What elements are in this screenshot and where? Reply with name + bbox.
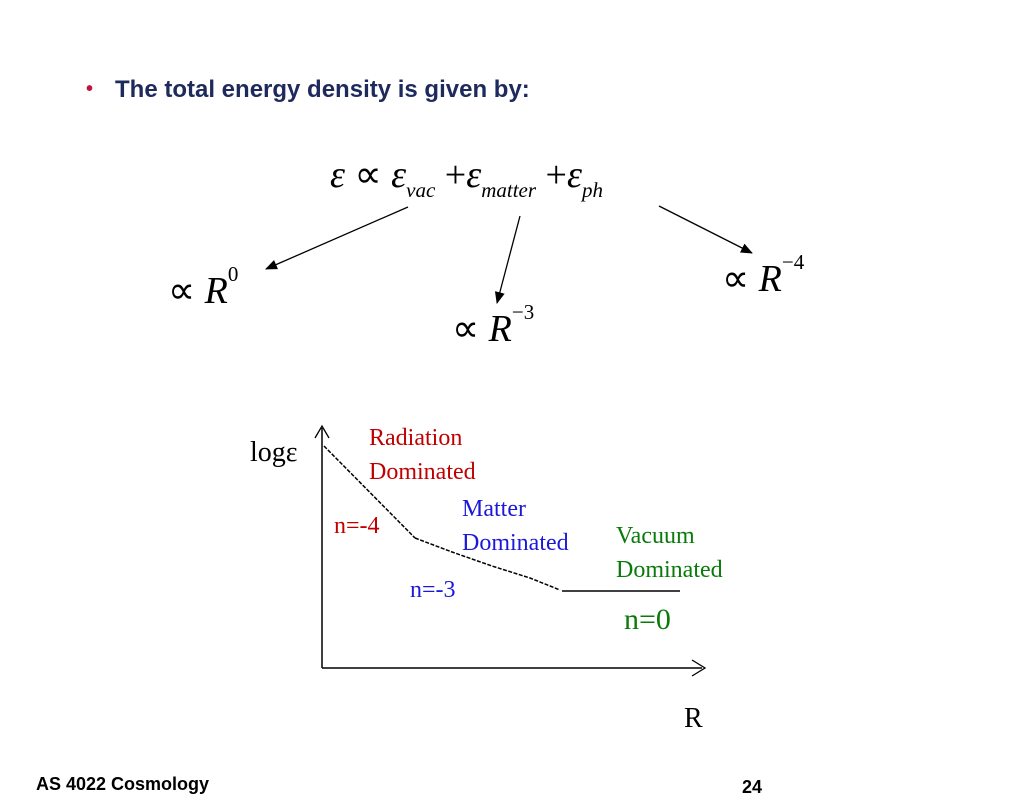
y-axis-arrowhead bbox=[314, 424, 330, 439]
epsilon-total: ε bbox=[330, 154, 345, 196]
proportional-symbol: ∝ bbox=[722, 258, 750, 300]
exponent: 0 bbox=[227, 262, 239, 286]
plus-symbol: + bbox=[545, 154, 567, 196]
matter-dominated-label: Matter Dominated bbox=[462, 492, 569, 560]
vacuum-line1: Vacuum bbox=[616, 523, 695, 549]
radiation-dominated-label: Radiation Dominated bbox=[369, 421, 476, 489]
proportional-symbol: ∝ bbox=[168, 270, 196, 312]
arrow-to-r-minus3 bbox=[494, 215, 521, 304]
footer-course-title: AS 4022 Cosmology bbox=[36, 774, 210, 794]
radiation-segment bbox=[323, 445, 416, 539]
bullet-item: • The total energy density is given by: bbox=[86, 76, 530, 104]
epsilon-matter: ε bbox=[466, 154, 482, 196]
r-symbol: R bbox=[204, 270, 228, 312]
proportional-symbol: ∝ bbox=[354, 154, 382, 196]
page-number: 24 bbox=[742, 777, 763, 797]
subscript-vac: vac bbox=[406, 178, 436, 202]
radiation-line1: Radiation bbox=[369, 425, 463, 451]
arrow-to-r-minus4 bbox=[658, 205, 753, 254]
matter-slope-label: n=-3 bbox=[410, 577, 456, 603]
proportional-r-minus4: ∝ R−4 bbox=[722, 250, 804, 301]
x-axis-label: R bbox=[684, 703, 703, 734]
matter-line1: Matter bbox=[462, 496, 526, 522]
r-symbol: R bbox=[488, 308, 512, 350]
proportional-r-minus3: ∝ R−3 bbox=[452, 300, 534, 351]
proportional-symbol: ∝ bbox=[452, 308, 480, 350]
exponent: −4 bbox=[781, 250, 805, 274]
radiation-line2: Dominated bbox=[369, 459, 476, 485]
radiation-slope-label: n=-4 bbox=[334, 513, 380, 539]
vacuum-line2: Dominated bbox=[616, 557, 723, 583]
vacuum-dominated-label: Vacuum Dominated bbox=[616, 519, 723, 587]
subscript-ph: ph bbox=[581, 178, 603, 202]
proportional-r0: ∝ R0 bbox=[168, 262, 238, 313]
y-axis-label: logε bbox=[250, 437, 298, 468]
r-symbol: R bbox=[758, 258, 782, 300]
energy-density-equation: ε ∝ εvac +εmatter +εph bbox=[330, 152, 603, 203]
subscript-matter: matter bbox=[481, 178, 537, 202]
exponent: −3 bbox=[511, 300, 535, 324]
plus-symbol: + bbox=[444, 154, 467, 196]
matter-line2: Dominated bbox=[462, 530, 569, 556]
bullet-text: The total energy density is given by: bbox=[115, 76, 530, 103]
x-axis-arrowhead bbox=[691, 659, 707, 677]
matter-segment bbox=[414, 537, 561, 591]
vacuum-slope-label: n=0 bbox=[624, 603, 671, 636]
epsilon-vac: ε bbox=[391, 154, 407, 196]
bullet-icon: • bbox=[86, 78, 94, 100]
arrow-to-r0 bbox=[265, 206, 409, 270]
epsilon-ph: ε bbox=[566, 154, 582, 196]
